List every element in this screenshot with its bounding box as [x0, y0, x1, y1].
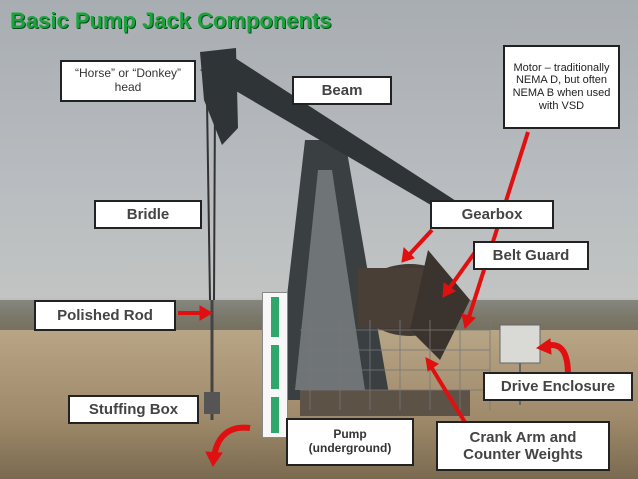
pump-segment — [271, 345, 279, 389]
label-stuffing-box: Stuffing Box — [68, 395, 199, 424]
label-pump: Pump (underground) — [286, 418, 414, 466]
label-horse-head-text: “Horse” or “Donkey” head — [74, 66, 182, 94]
label-beam: Beam — [292, 76, 392, 105]
label-crank-arm: Crank Arm and Counter Weights — [436, 421, 610, 471]
label-gearbox: Gearbox — [430, 200, 554, 229]
label-stuffing-box-text: Stuffing Box — [88, 400, 179, 418]
label-polished-rod: Polished Rod — [34, 300, 176, 331]
pump-illustration — [262, 292, 288, 438]
label-bridle-text: Bridle — [126, 205, 170, 223]
label-motor: Motor – traditionally NEMA D, but often … — [503, 45, 620, 129]
label-motor-text: Motor – traditionally NEMA D, but often … — [512, 61, 611, 112]
label-belt-guard-text: Belt Guard — [492, 246, 570, 264]
label-polished-rod-text: Polished Rod — [57, 306, 153, 324]
pump-segment — [271, 297, 279, 337]
label-crank-arm-text: Crank Arm and Counter Weights — [463, 428, 583, 463]
slide-title: Basic Pump Jack Components — [10, 8, 332, 33]
label-horse-head: “Horse” or “Donkey” head — [60, 60, 196, 102]
label-drive-enclosure-text: Drive Enclosure — [500, 377, 616, 395]
label-belt-guard: Belt Guard — [473, 241, 589, 270]
label-beam-text: Beam — [321, 81, 363, 99]
label-bridle: Bridle — [94, 200, 202, 229]
label-gearbox-text: Gearbox — [461, 205, 523, 223]
pump-segment — [271, 397, 279, 433]
label-pump-text: Pump (underground) — [308, 427, 392, 455]
label-drive-enclosure: Drive Enclosure — [483, 372, 633, 401]
